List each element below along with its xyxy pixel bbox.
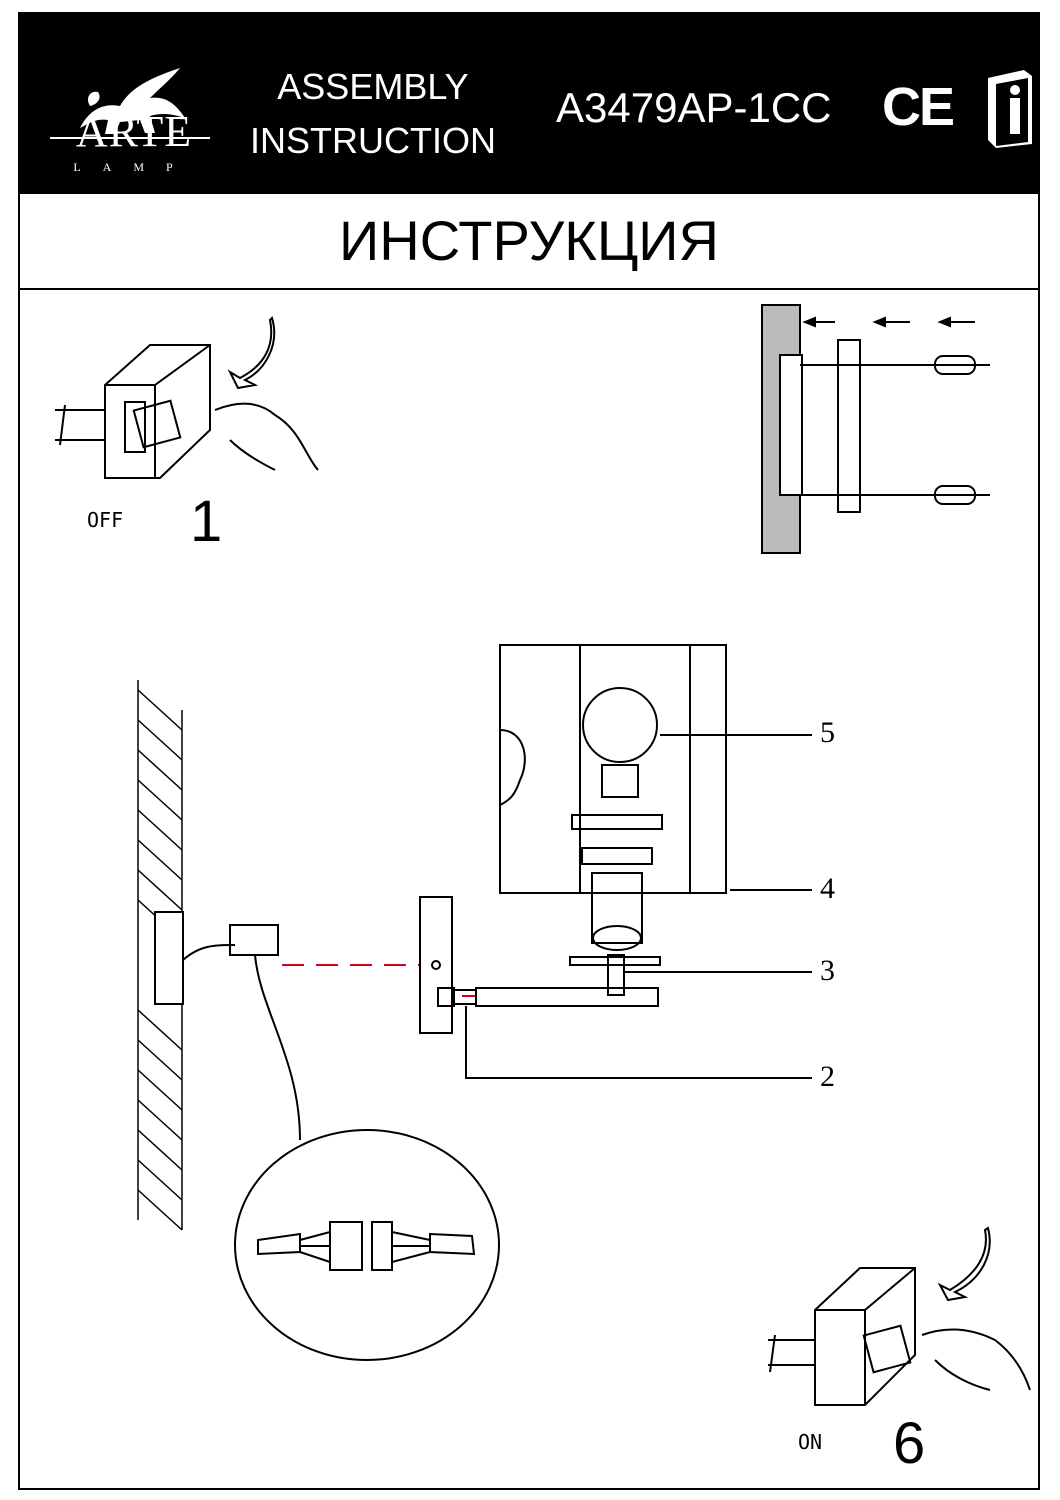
assembly-line-1: ASSEMBLY <box>277 66 469 107</box>
ce-mark: CE <box>882 77 955 137</box>
callout-lines <box>465 734 812 1079</box>
dash-connector <box>282 964 476 997</box>
wire-detail-circle <box>234 1129 500 1361</box>
callout-2: 2 <box>820 1060 835 1093</box>
lamp-mount-parts <box>419 896 661 1034</box>
page-title: ИНСТРУКЦИЯ <box>339 209 719 272</box>
assembly-instruction-label: ASSEMBLY INSTRUCTION <box>248 60 498 168</box>
junction-box <box>154 911 301 1141</box>
instruction-sheet <box>18 12 1040 1490</box>
callout-5: 5 <box>820 716 835 749</box>
logo-wordmark: ARTE <box>75 107 193 156</box>
switch-off-illustration <box>55 316 319 479</box>
callout-3: 3 <box>820 954 835 987</box>
assembly-line-2: INSTRUCTION <box>250 120 496 161</box>
info-book-icon <box>988 70 1032 148</box>
mounting-bracket-illustration <box>761 304 990 554</box>
griffin-logo-icon <box>50 68 210 139</box>
step-off-label: OFF <box>87 508 124 532</box>
lamp-body <box>499 644 727 951</box>
header-bar: ARTE LAMP ASSEMBLY INSTRUCTION A3479AP-1… <box>20 14 1038 194</box>
model-number: A3479AP-1CC <box>556 84 832 131</box>
switch-on-illustration <box>768 1226 1031 1406</box>
callout-4: 4 <box>820 872 835 905</box>
step-number-1: 1 <box>190 489 223 554</box>
logo-subtitle: LAMP <box>73 160 195 174</box>
step-on-label: ON <box>798 1430 823 1454</box>
title-band: ИНСТРУКЦИЯ <box>20 194 1038 290</box>
step-number-6: 6 <box>893 1411 926 1476</box>
